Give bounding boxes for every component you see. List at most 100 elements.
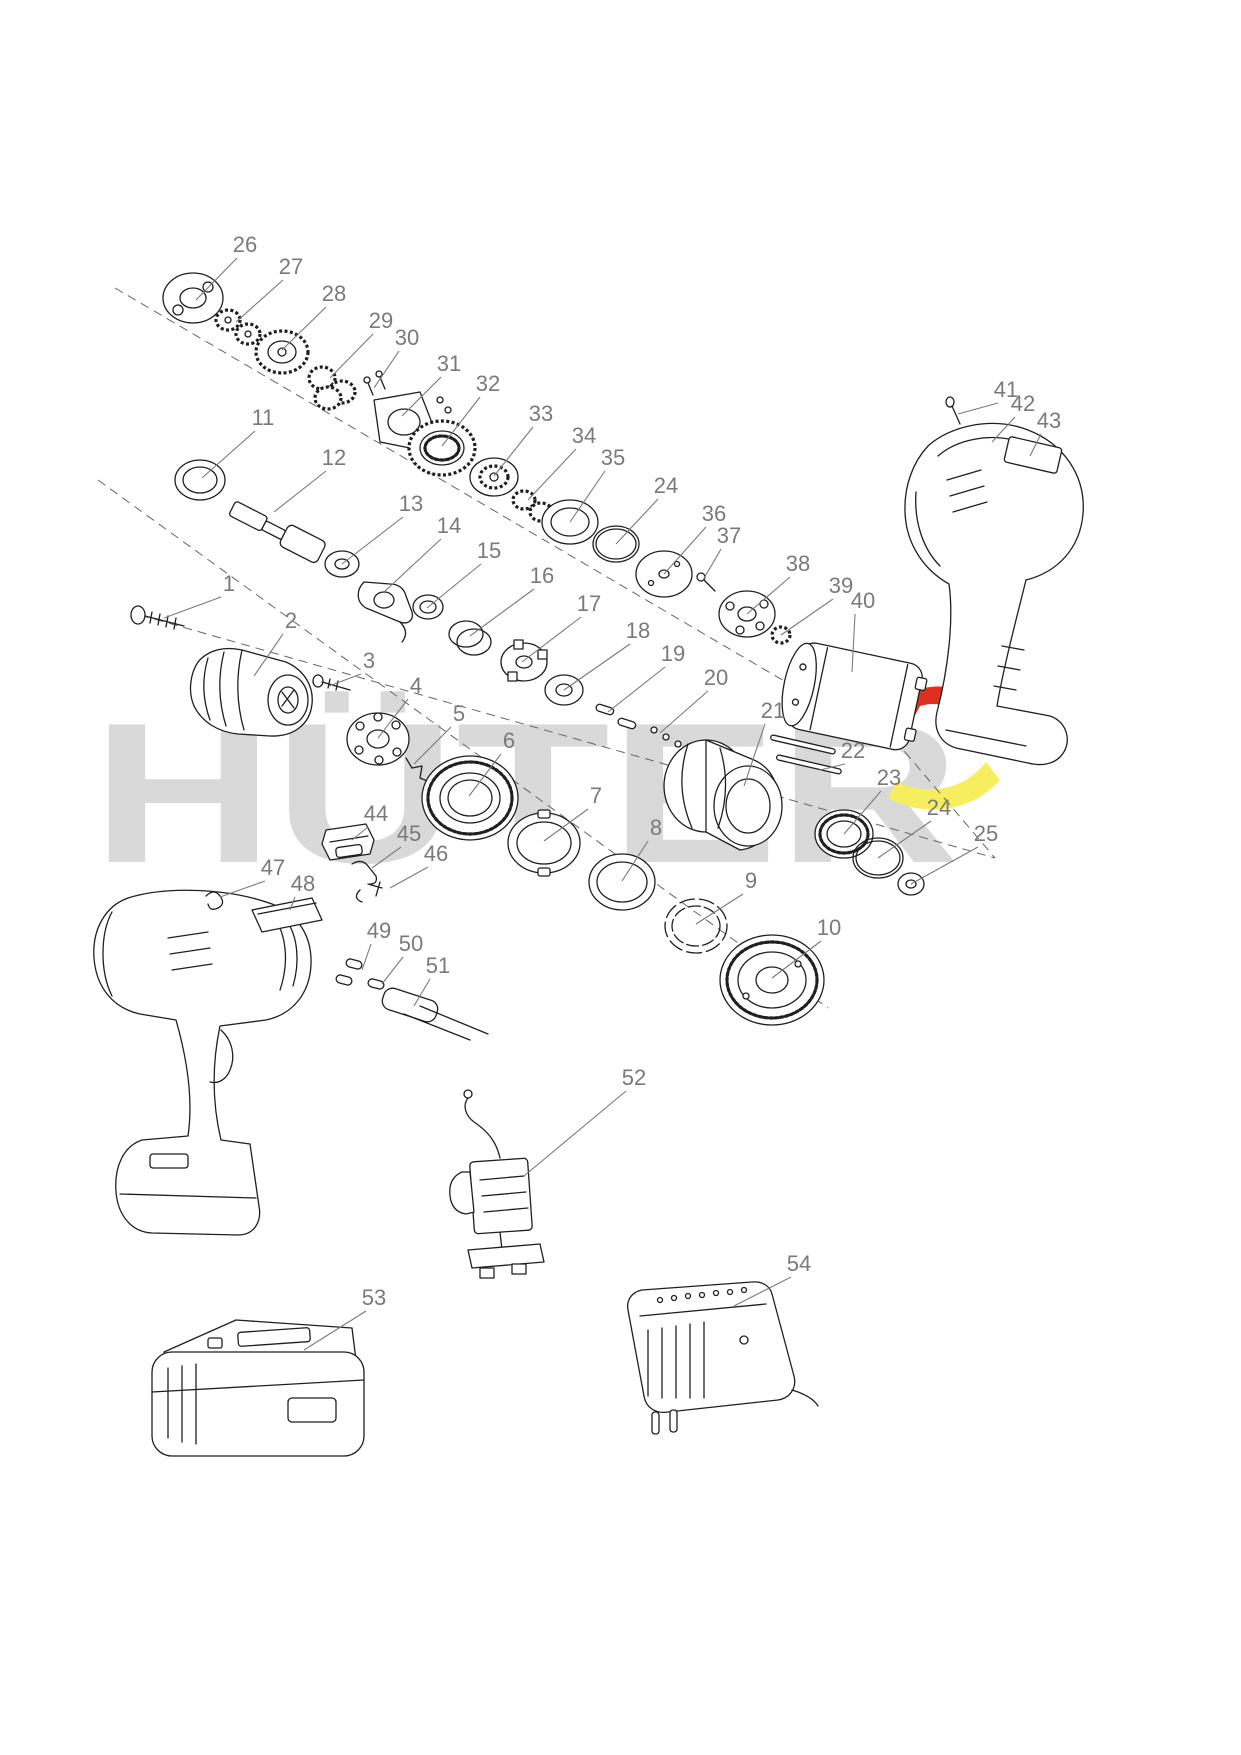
leader-line-42-17 — [991, 416, 1016, 443]
left-housing-drawing — [93, 889, 312, 1236]
planet-gears-drawing — [214, 308, 262, 346]
leader-line-48-48 — [289, 896, 296, 911]
leader-line-43-18 — [1029, 433, 1042, 457]
leader-line-20-28 — [659, 690, 709, 734]
part-label-53: 53 — [362, 1285, 386, 1310]
leader-line-50-50 — [381, 956, 404, 985]
part-label-29: 29 — [369, 308, 393, 333]
leader-line-5-38 — [413, 726, 452, 765]
part-label-1: 1 — [223, 571, 235, 596]
part-label-8: 8 — [650, 815, 662, 840]
part-label-25: 25 — [974, 821, 998, 846]
leader-line-4-37 — [377, 698, 409, 739]
part-label-44: 44 — [364, 801, 388, 826]
part-label-45: 45 — [397, 821, 421, 846]
leader-line-25-33 — [910, 846, 979, 885]
gear-plate-drawing — [469, 457, 519, 497]
leader-line-21-29 — [743, 723, 766, 787]
leader-line-11-19 — [201, 430, 256, 479]
spring-wire-drawing — [355, 881, 383, 903]
part-label-18: 18 — [626, 618, 650, 643]
part-label-54: 54 — [787, 1251, 811, 1276]
part-label-26: 26 — [233, 232, 257, 257]
chuck-screw-drawing — [130, 605, 185, 630]
forward-reverse-switch-drawing — [321, 823, 375, 861]
slide-plate-drawing — [251, 897, 323, 933]
axis-line-spindle — [97, 479, 829, 1009]
axis-line-right — [904, 751, 996, 859]
part-label-16: 16 — [530, 563, 554, 588]
part-label-14: 14 — [437, 513, 461, 538]
leader-line-24-32 — [877, 820, 932, 859]
single-pin-drawing — [367, 978, 385, 990]
part-label-32: 32 — [476, 371, 500, 396]
o-ring-upper-drawing — [592, 525, 640, 563]
part-label-24: 24 — [927, 795, 951, 820]
clutch-plate-drawing — [346, 712, 410, 766]
part-label-17: 17 — [577, 591, 601, 616]
watermark-swoosh-yellow-icon — [888, 762, 1000, 810]
trigger-switch-drawing — [449, 1089, 545, 1279]
leader-line-52-52 — [523, 1090, 627, 1177]
part-label-30: 30 — [395, 325, 419, 350]
small-screws-drawing — [363, 370, 386, 396]
front-collar-drawing — [421, 755, 519, 841]
torque-collar-drawing — [719, 934, 825, 1026]
leader-line-49-49 — [361, 943, 372, 971]
pin-pair-drawing — [335, 958, 363, 986]
part-label-47: 47 — [261, 855, 285, 880]
leader-line-32-6 — [441, 396, 481, 447]
leader-line-44-44 — [351, 826, 369, 841]
leader-line-13-21 — [341, 516, 404, 565]
part-label-50: 50 — [399, 931, 423, 956]
pin-shaft-drawing — [381, 987, 489, 1041]
leader-line-22-30 — [819, 763, 846, 771]
part-label-10: 10 — [817, 915, 841, 940]
leader-line-27-1 — [235, 279, 284, 323]
leader-line-14-22 — [383, 538, 442, 593]
leader-line-7-40 — [543, 808, 589, 842]
leader-line-3-36 — [328, 673, 362, 687]
part-label-27: 27 — [279, 254, 303, 279]
leader-line-40-15 — [851, 613, 856, 673]
torsion-spring-drawing — [205, 891, 224, 910]
roll-pins-drawing — [595, 703, 637, 730]
leader-line-6-39 — [468, 753, 502, 797]
motor-drawing — [781, 642, 928, 751]
leader-line-37-12 — [702, 548, 722, 581]
part-label-13: 13 — [399, 491, 423, 516]
leader-line-31-5 — [401, 376, 442, 417]
leader-line-28-2 — [281, 306, 327, 351]
right-housing-drawing — [904, 422, 1084, 766]
part-label-52: 52 — [622, 1065, 646, 1090]
leader-line-1-34 — [163, 596, 222, 619]
leader-line-53-53 — [303, 1310, 367, 1351]
leader-line-9-42 — [695, 893, 744, 925]
gear-cluster-drawing — [307, 365, 357, 411]
part-label-31: 31 — [437, 351, 461, 376]
part-label-21: 21 — [761, 698, 785, 723]
part-label-51: 51 — [426, 953, 450, 978]
leader-line-41-16 — [957, 402, 999, 415]
name-plate-drawing — [1003, 436, 1063, 474]
part-label-40: 40 — [851, 588, 875, 613]
part-label-11: 11 — [252, 405, 275, 430]
part-label-6: 6 — [503, 728, 515, 753]
ring-gear-drawing — [407, 419, 477, 477]
part-label-2: 2 — [285, 608, 297, 633]
leader-line-10-43 — [771, 940, 822, 979]
part-label-41: 41 — [994, 377, 1018, 402]
housing-screw-drawing — [945, 396, 961, 425]
part-label-42: 42 — [1011, 391, 1035, 416]
retaining-ring-drawing — [664, 898, 728, 954]
leader-line-23-31 — [843, 790, 882, 835]
part-label-3: 3 — [363, 648, 375, 673]
spacer-ring-drawing — [588, 853, 656, 911]
part-label-24: 24 — [654, 473, 678, 498]
part-label-38: 38 — [786, 551, 810, 576]
leader-line-16-24 — [469, 588, 535, 637]
part-label-23: 23 — [877, 765, 901, 790]
leader-line-24-10 — [615, 498, 659, 545]
gearbox-housing-drawing — [663, 739, 783, 851]
